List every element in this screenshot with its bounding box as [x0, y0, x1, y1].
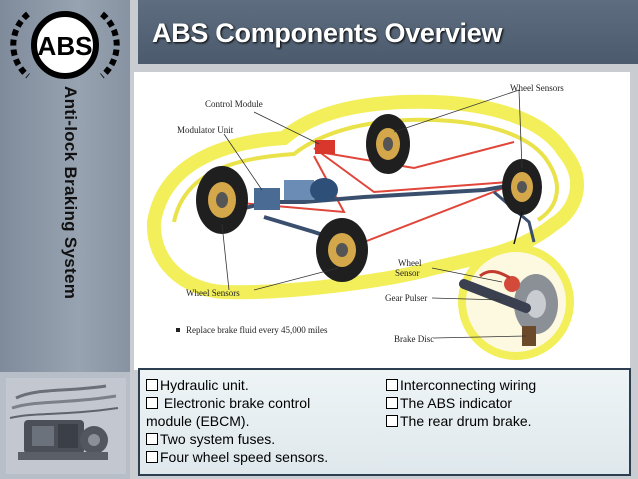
label-wheel-sensors-bottom: Wheel Sensors	[186, 288, 240, 298]
list-item-continuation: module (EBCM).	[146, 413, 250, 429]
label-wheel-sensors-top: Wheel Sensors	[510, 83, 564, 93]
label-modulator-unit: Modulator Unit	[177, 125, 234, 135]
list-item: Interconnecting wiring	[386, 376, 626, 394]
modulator-unit-shape	[254, 188, 280, 210]
leader-line	[431, 297, 503, 301]
control-module-shape	[315, 140, 335, 154]
brake-line	[318, 141, 515, 170]
label-wheel: Wheel	[398, 258, 422, 268]
components-list-left: Hydraulic unit. Electronic brake control…	[146, 376, 376, 466]
leader-line	[431, 267, 503, 283]
leader-line	[221, 223, 230, 291]
list-item: The ABS indicator	[386, 394, 626, 412]
label-gear-pulser: Gear Pulser	[385, 293, 428, 303]
list-item: Two system fuses.	[146, 430, 376, 448]
leader-line	[393, 89, 520, 133]
master-cylinder-shape	[284, 180, 314, 200]
abs-diagram-illustration	[146, 89, 585, 360]
vertical-title: Anti-lock Braking System	[61, 86, 80, 300]
leader-line	[223, 133, 263, 191]
checkbox-bullet-icon	[386, 379, 398, 391]
checkbox-bullet-icon	[146, 451, 158, 463]
car-body-outline	[146, 94, 585, 300]
checkbox-bullet-icon	[146, 433, 158, 445]
label-control-module: Control Module	[205, 99, 263, 109]
leader-line	[518, 89, 523, 169]
components-list-panel: Hydraulic unit. Electronic brake control…	[138, 368, 631, 476]
label-sensor: Sensor	[395, 268, 420, 278]
front-right-wheel	[316, 218, 368, 282]
checkbox-bullet-icon	[386, 397, 398, 409]
modulator-thumbnail-image	[6, 378, 126, 474]
abs-logo-text: ABS	[38, 31, 93, 61]
callout-connector	[513, 211, 523, 245]
list-item: Electronic brake control	[146, 394, 376, 412]
list-item: Hydraulic unit.	[146, 376, 376, 394]
note-bullet	[176, 328, 180, 332]
leader-line	[433, 335, 527, 339]
abs-warning-icon: ABS	[10, 11, 120, 79]
brake-line	[313, 147, 510, 194]
header-bar	[138, 0, 638, 64]
checkbox-bullet-icon	[146, 397, 158, 409]
list-item: Four wheel speed sensors.	[146, 448, 376, 466]
page-title: ABS Components Overview	[152, 18, 503, 48]
brake-booster-shape	[310, 178, 338, 202]
list-item: The rear drum brake.	[386, 412, 626, 430]
wheel-sensor-detail	[458, 244, 574, 360]
car-body-inner-line	[172, 117, 559, 223]
rear-right-wheel	[502, 159, 542, 215]
components-list-right: Interconnecting wiring The ABS indicator…	[386, 376, 626, 430]
leader-line	[253, 267, 339, 291]
label-brake-fluid-note: Replace brake fluid every 45,000 miles	[186, 325, 328, 335]
checkbox-bullet-icon	[146, 379, 158, 391]
label-brake-disc: Brake Disc	[394, 334, 435, 344]
rear-left-wheel	[366, 114, 410, 174]
leader-line	[253, 111, 320, 145]
front-left-wheel	[196, 166, 248, 234]
checkbox-bullet-icon	[386, 415, 398, 427]
